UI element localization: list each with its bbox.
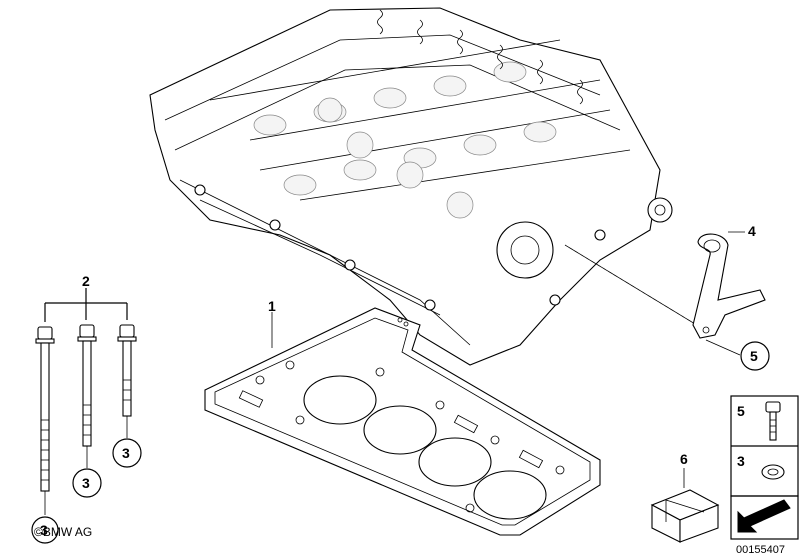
cylinder-head [149,7,673,366]
callout-2: 2 [82,273,90,289]
callout-3b: 3 [122,445,130,461]
bracket [692,231,766,339]
arrow-icon [737,499,791,533]
cylinder-head-bolts [35,288,137,515]
bolt-long [35,326,55,492]
drawing-number: 00155407 [736,544,785,556]
callout-6: 6 [680,451,688,467]
callout-1: 1 [268,298,276,314]
callout-circle-3c: 3 [31,516,59,544]
callout-3a: 3 [82,475,90,491]
callout-circle-3b: 3 [112,438,142,468]
legend-num-3: 3 [737,453,745,469]
bolt-medium [77,324,97,447]
repair-kit-box [650,468,720,543]
bolt-short [117,324,137,417]
legend-num-5: 5 [737,403,745,419]
washer-icon [761,464,785,480]
legend-panel: 5 3 [730,395,799,497]
arrow-box [730,495,799,540]
callout-circle-5: 5 [740,341,770,371]
head-gasket [204,307,601,536]
callout-3c: 3 [40,522,48,538]
screw-icon [765,401,781,441]
callout-5: 5 [750,348,758,364]
callout-circle-3a: 3 [72,468,102,498]
callout-4: 4 [748,223,756,239]
copyright-brand: ©BMW AG [34,525,92,539]
